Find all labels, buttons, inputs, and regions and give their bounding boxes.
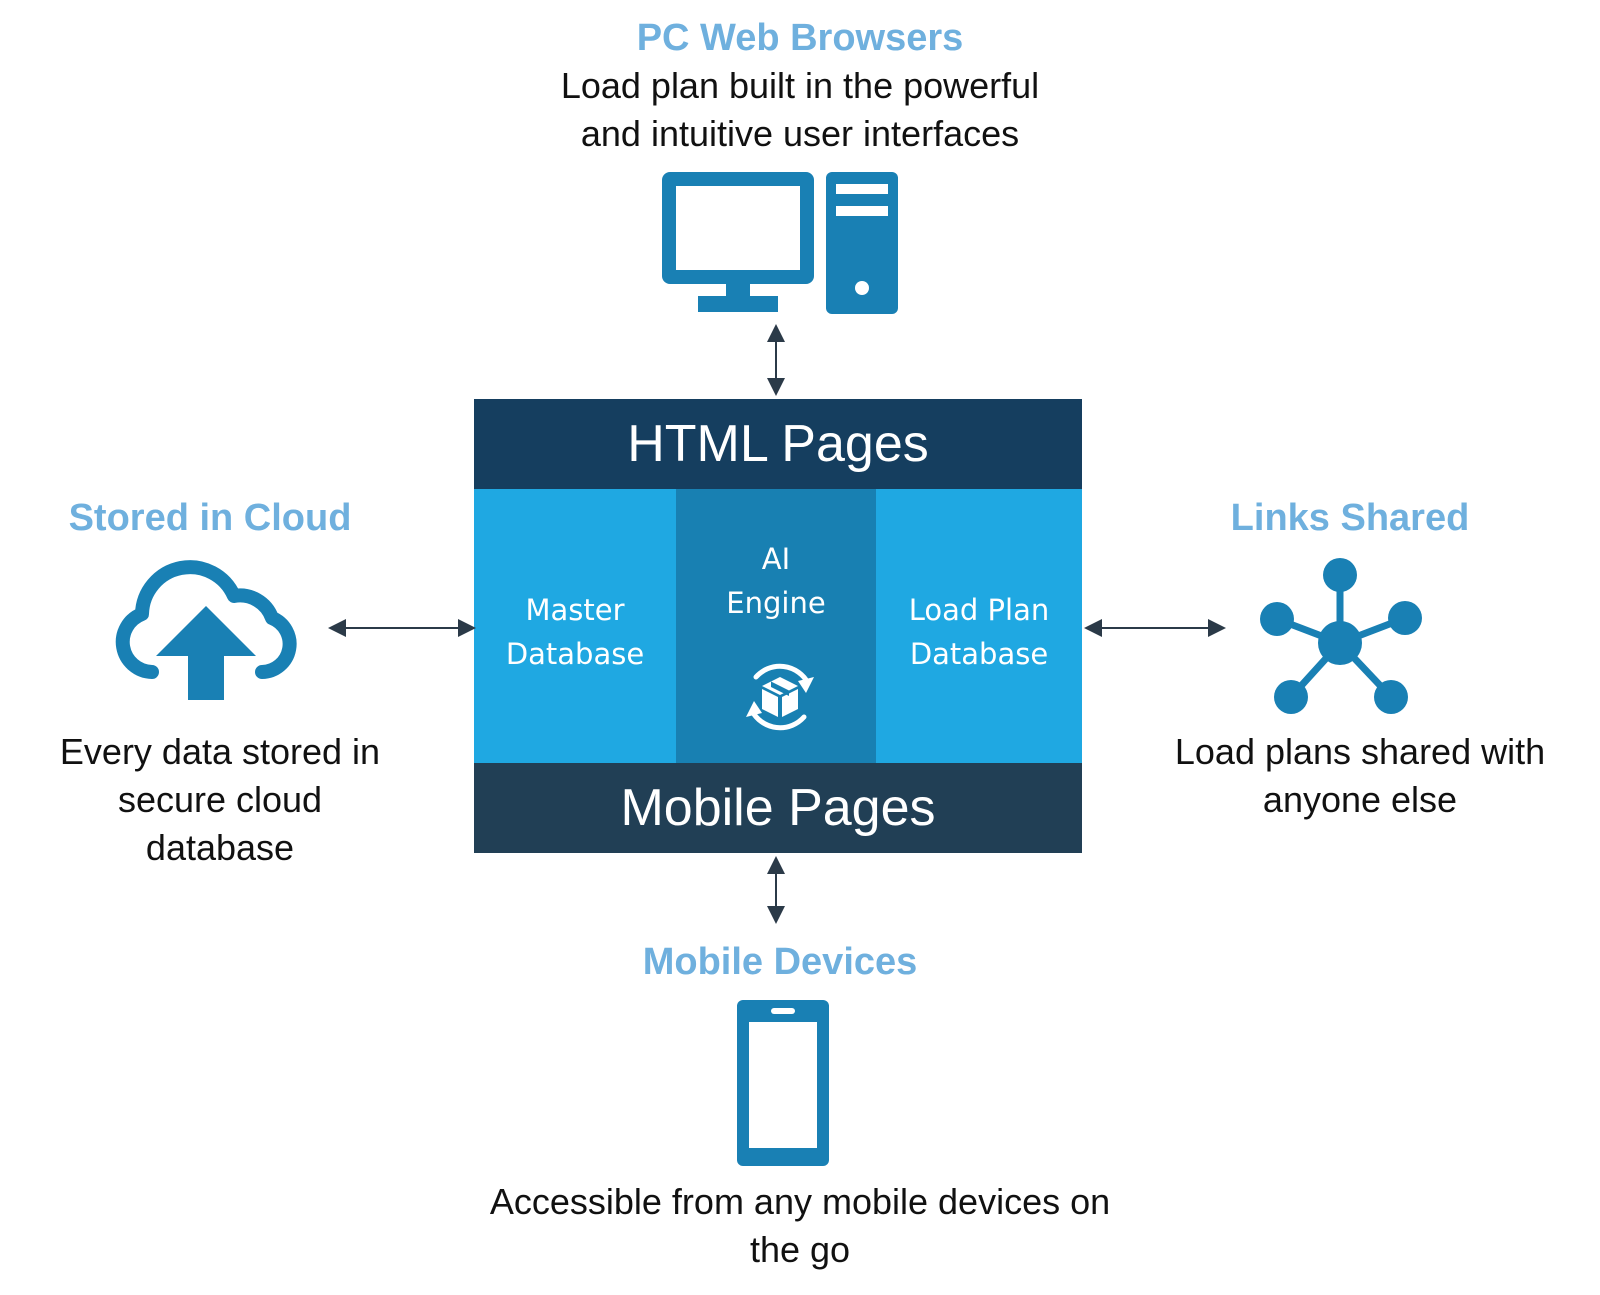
load-plan-database-line-1: Load Plan: [908, 593, 1050, 627]
pc-description-line-2: and intuitive user interfaces: [580, 113, 1020, 154]
mobile-title: Mobile Devices: [642, 941, 918, 983]
ai-engine-line-1: AI: [761, 542, 791, 576]
cloud-description-line-3: database: [145, 827, 295, 868]
mobile-description-line-2: the go: [749, 1229, 851, 1270]
smartphone-icon: [737, 1000, 829, 1166]
master-database-line-2: Database: [505, 637, 645, 671]
html-pages-label: HTML Pages: [627, 415, 929, 473]
pc-description-line-1: Load plan built in the powerful: [560, 65, 1040, 106]
ai-engine-panel: AI Engine: [676, 489, 876, 763]
ai-engine-line-2: Engine: [726, 586, 826, 620]
cloud-title: Stored in Cloud: [68, 497, 352, 539]
pc-description: Load plan built in the powerful and intu…: [475, 62, 1125, 158]
arrow-mobile-block: [766, 856, 786, 924]
cloud-description: Every data stored in secure cloud databa…: [20, 728, 420, 872]
load-plan-database-line-2: Database: [909, 637, 1049, 671]
links-description-line-2: anyone else: [1262, 779, 1458, 820]
arrow-pc-html: [766, 324, 786, 396]
box-refresh-icon: [736, 653, 824, 741]
pc-title: PC Web Browsers: [636, 17, 964, 59]
arrow-cloud-block: [328, 618, 476, 638]
mobile-pages-label: Mobile Pages: [620, 779, 936, 837]
cloud-description-line-1: Every data stored in: [59, 731, 381, 772]
mobile-description: Accessible from any mobile devices on th…: [400, 1178, 1200, 1274]
cloud-upload-icon: [110, 560, 302, 706]
arrow-block-links: [1084, 618, 1226, 638]
master-database-line-1: Master: [525, 593, 625, 627]
load-plan-database-panel: Load Plan Database: [876, 489, 1082, 763]
master-database-panel: Master Database: [474, 489, 676, 763]
links-description: Load plans shared with anyone else: [1130, 728, 1590, 824]
network-hub-icon: [1255, 555, 1425, 715]
mobile-description-line-1: Accessible from any mobile devices on: [489, 1181, 1111, 1222]
links-description-line-1: Load plans shared with: [1174, 731, 1546, 772]
cloud-description-line-2: secure cloud: [117, 779, 323, 820]
links-title: Links Shared: [1230, 497, 1470, 539]
html-pages-band: HTML Pages: [474, 399, 1082, 489]
desktop-computer-icon: [662, 172, 906, 318]
mobile-pages-band: Mobile Pages: [474, 763, 1082, 853]
